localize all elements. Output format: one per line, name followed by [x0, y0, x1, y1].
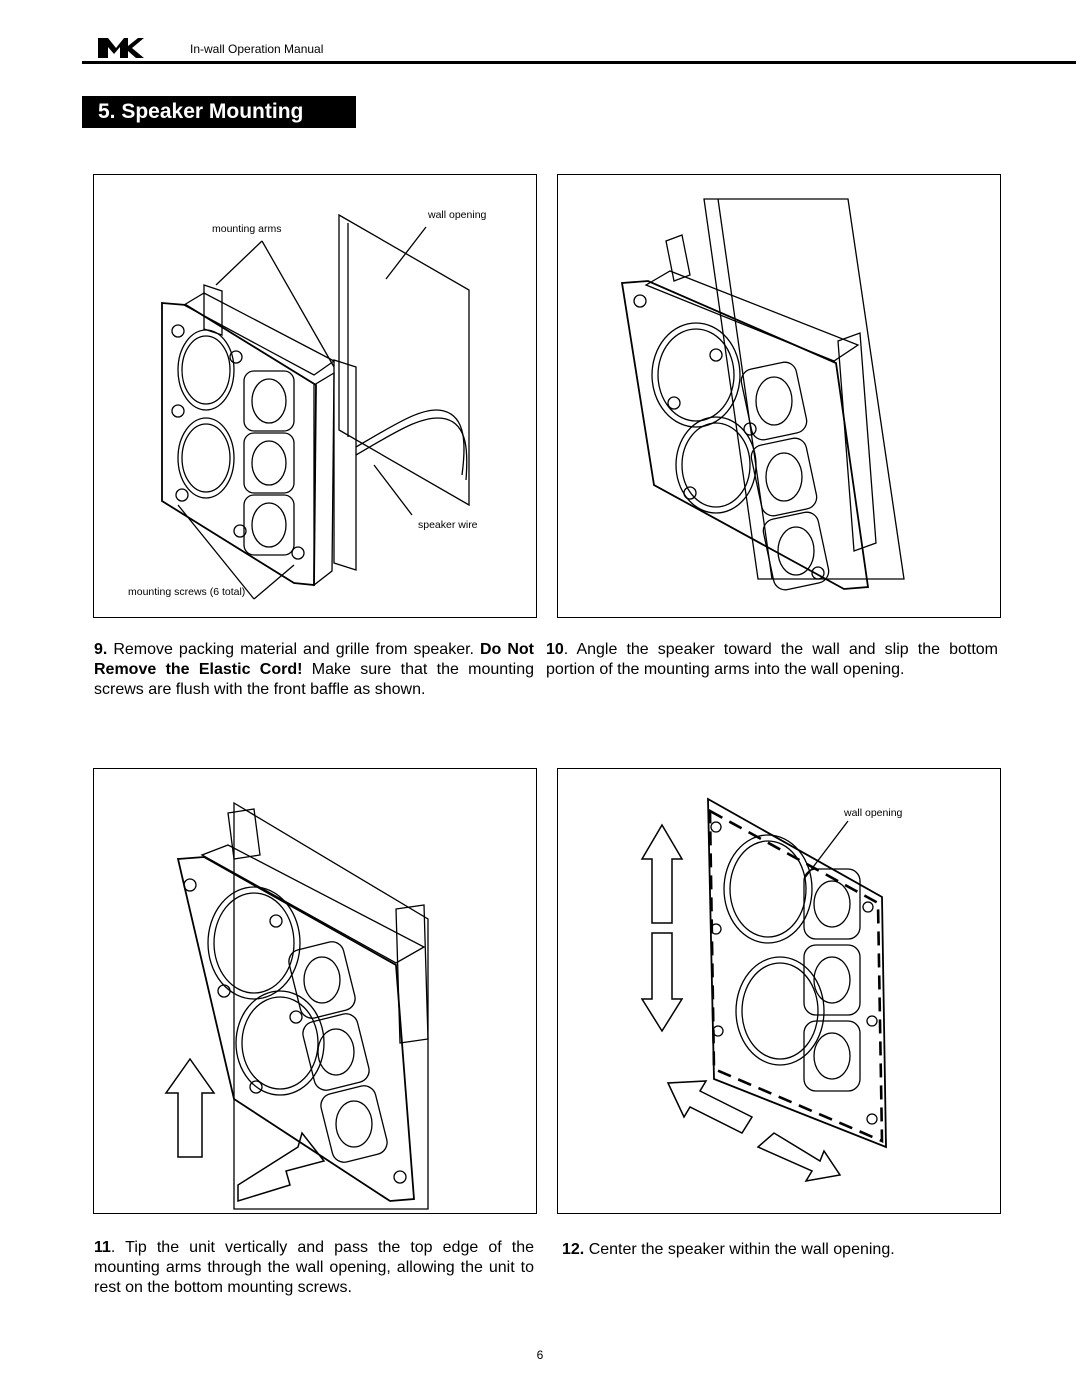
step-9-text-b: Make sure that the mounting screws are f…: [94, 661, 534, 698]
section-title: 5. Speaker Mounting: [82, 96, 356, 128]
manual-title: In-wall Operation Manual: [190, 42, 324, 56]
step-12: 12. Center the speaker within the wall o…: [562, 1240, 1002, 1260]
label-mounting-arms: mounting arms: [212, 223, 282, 235]
header-divider: [82, 61, 1076, 64]
step-12-number: 12.: [562, 1241, 585, 1258]
page-number: 6: [536, 1348, 544, 1362]
label-wall-opening-2: wall opening: [844, 807, 903, 819]
step-11-text: . Tip the unit vertically and pass the t…: [94, 1239, 534, 1296]
figure-center-speaker: wall opening: [557, 768, 1001, 1214]
brand-logo: [98, 38, 144, 58]
label-speaker-wire: speaker wire: [418, 519, 478, 531]
speaker-illustration-4: [640, 797, 887, 1183]
figure-tip-vertical: [93, 768, 537, 1214]
step-11: 11. Tip the unit vertically and pass the…: [94, 1238, 534, 1298]
label-wall-opening: wall opening: [428, 209, 487, 221]
figure-remove-grille: wall opening mounting arms speaker wire …: [93, 174, 537, 618]
step-9-warning: Do Not Remove the Elastic Cord!: [94, 641, 534, 678]
figure-angle-speaker: [557, 174, 1001, 618]
step-9-number: 9.: [94, 641, 108, 658]
step-9-text-a: Remove packing material and grille from …: [107, 641, 480, 658]
speaker-illustration-3: [164, 801, 429, 1210]
step-10: 10. Angle the speaker toward the wall an…: [546, 640, 998, 680]
speaker-illustration-2: [620, 198, 905, 591]
speaker-illustration-1: [161, 213, 470, 600]
step-10-number: 10: [546, 641, 564, 658]
step-9: 9. Remove packing material and grille fr…: [94, 640, 534, 700]
step-12-text: Center the speaker within the wall openi…: [584, 1241, 895, 1258]
step-10-text: . Angle the speaker toward the wall and …: [546, 641, 998, 678]
label-mounting-screws: mounting screws (6 total): [128, 586, 246, 598]
step-11-number: 11: [94, 1239, 111, 1256]
